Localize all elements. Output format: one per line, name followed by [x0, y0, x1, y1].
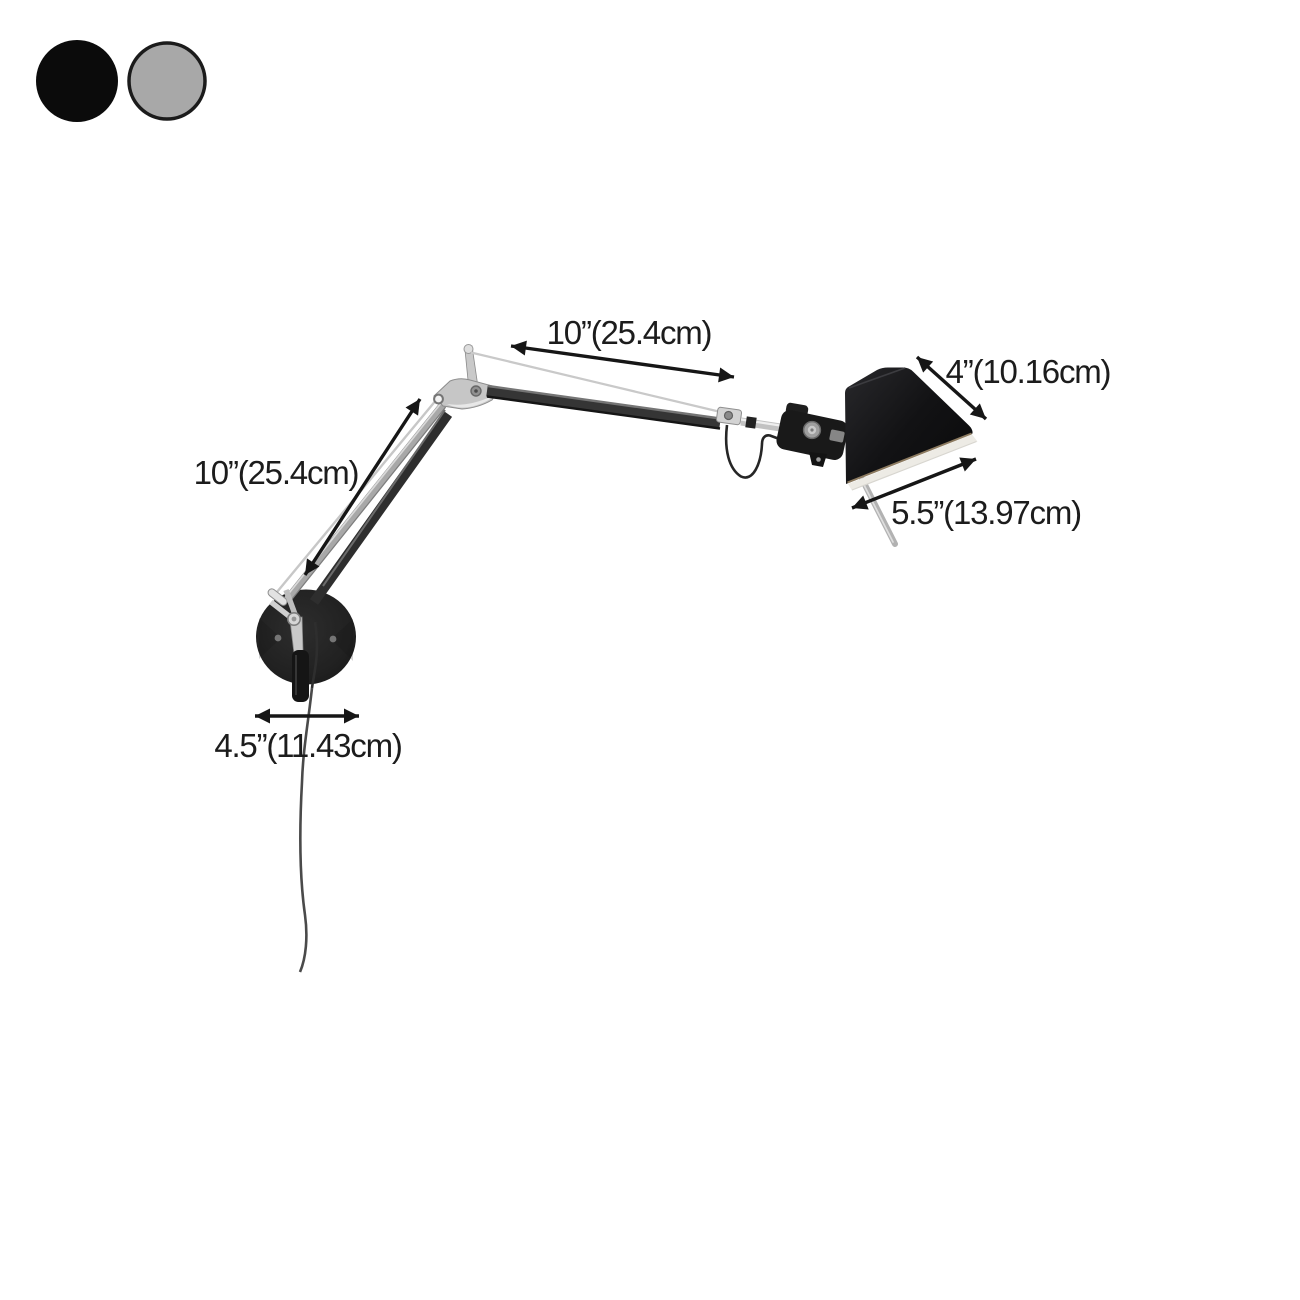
shade-top-width-label: 4”(10.16cm): [946, 353, 1111, 390]
power-cord: [310, 621, 319, 689]
wall-plate-screw-left: [274, 634, 282, 642]
shade-pin: [859, 476, 898, 547]
dimension-labels: 10”(25.4cm) 4”(10.16cm) 10”(25.4cm) 5.5”…: [194, 314, 1112, 764]
upper-arm-length-label: 10”(25.4cm): [547, 314, 712, 351]
wall-plate-screw-right: [329, 635, 337, 643]
swatch-black[interactable]: [36, 40, 118, 122]
wall-fork: [267, 588, 309, 702]
shade-diagonal-label: 5.5”(13.97cm): [891, 494, 1081, 531]
upper-arm-length-arrow: [510, 340, 735, 383]
elbow-joint: [433, 344, 501, 410]
lamp-artwork: [256, 344, 978, 973]
color-swatches: [36, 40, 207, 122]
lower-arm: [276, 398, 453, 605]
lower-arm-length-label: 10”(25.4cm): [194, 454, 359, 491]
shade-cone: [845, 367, 973, 484]
swatch-gray[interactable]: [127, 41, 207, 121]
shade-top-width-arrow: [915, 355, 988, 421]
mount-pin: [292, 650, 309, 702]
upper-arm: [470, 351, 801, 479]
head-joint: [776, 402, 848, 467]
power-cord-lower: [298, 687, 314, 973]
dimension-annotations: [255, 340, 988, 724]
spring-loop: [724, 424, 779, 479]
lower-arm-length-arrow: [303, 398, 422, 576]
wall-plate-width-label: 4.5”(11.43cm): [214, 727, 401, 764]
shade-diagonal-arrow: [851, 457, 977, 510]
